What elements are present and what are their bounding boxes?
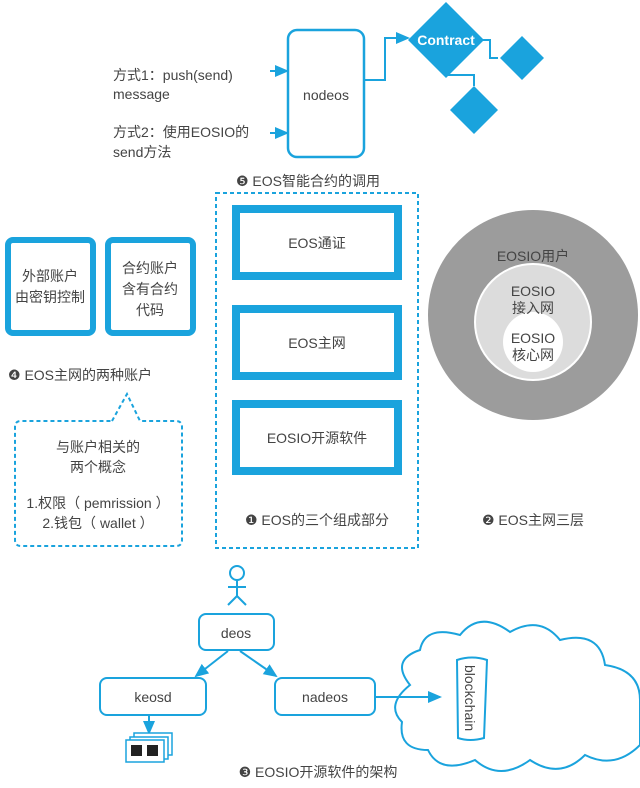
- caption-4: ❹ EOS主网的两种账户: [8, 367, 152, 383]
- software-architecture: deos keosd nadeos blockchain ❸ EOSIO开源软件…: [99, 565, 640, 780]
- arrow-to-keosd: [194, 650, 229, 678]
- contract-account-line3: 代码: [136, 302, 164, 318]
- keosd-box: [99, 677, 207, 716]
- method1-line2: message: [113, 86, 170, 102]
- method2-line1: 方式2：使用EOSIO的: [113, 124, 249, 140]
- method1-line1: 方式1：push(send): [113, 67, 233, 83]
- caption-3: ❸ EOSIO开源软件的架构: [239, 764, 398, 780]
- bubble-item-permission: 1.权限（ pemrission ）: [26, 495, 169, 511]
- bubble-item-wallet: 2.钱包（ wallet ）: [42, 515, 153, 531]
- external-account-line2: 由密钥控制: [15, 289, 85, 305]
- blockchain-label: blockchain: [462, 665, 478, 731]
- contract-account-line1: 合约账户: [122, 260, 178, 276]
- middle-layer-line2: 接入网: [512, 300, 554, 316]
- deos-box: [198, 613, 275, 651]
- contract-account-line2: 含有合约: [122, 281, 178, 297]
- components-frame: [215, 192, 419, 549]
- inner-layer-line2: 核心网: [512, 347, 554, 363]
- contract-invocation: 方式1：push(send) message 方式2：使用EOSIO的 send…: [113, 2, 544, 189]
- component-software-label: EOSIO开源软件: [267, 430, 367, 446]
- nadeos-box: [274, 677, 376, 716]
- concept-bubble: [14, 391, 183, 547]
- arrow-to-nadeos: [239, 650, 278, 678]
- caption-2: ❷ EOS主网三层: [482, 512, 584, 528]
- action-diamond-2: [450, 86, 498, 134]
- contract-diamond: [408, 2, 484, 78]
- nodeos-box: [286, 28, 366, 159]
- arrow-to-action-2: [446, 74, 475, 86]
- contract-label: Contract: [417, 32, 475, 48]
- component-mainnet: [232, 305, 402, 380]
- caption-1: ❶ EOS的三个组成部分: [245, 512, 389, 528]
- inner-layer-line1: EOSIO: [511, 330, 555, 346]
- component-token: [232, 205, 402, 280]
- blockchain-banner: [455, 656, 489, 741]
- caption-5: ❺ EOS智能合约的调用: [236, 173, 380, 189]
- outer-layer-label: EOSIO用户: [497, 248, 569, 264]
- component-mainnet-label: EOS主网: [288, 335, 346, 351]
- bubble-title-line1: 与账户相关的: [56, 439, 140, 455]
- nodeos-label: nodeos: [303, 87, 349, 103]
- component-token-label: EOS通证: [288, 235, 346, 251]
- external-account-box: [5, 237, 96, 336]
- arrow-to-action-1: [482, 39, 498, 59]
- inner-layer-circle: [503, 312, 563, 372]
- user-icon: [227, 565, 247, 606]
- keosd-label: keosd: [134, 689, 171, 705]
- contract-account-box: [105, 237, 196, 336]
- bubble-title-line2: 两个概念: [70, 459, 126, 475]
- action-diamond-1: [500, 36, 544, 80]
- mainnet-layers: EOSIO用户 EOSIO 接入网 EOSIO 核心网 ❷ EOS主网三层: [428, 210, 638, 528]
- account-types: 外部账户 由密钥控制 合约账户 含有合约 代码 ❹ EOS主网的两种账户 与账户…: [5, 237, 196, 547]
- method2-line2: send方法: [113, 144, 171, 160]
- wallet-icon: [125, 732, 173, 763]
- external-account-line1: 外部账户: [22, 268, 78, 284]
- middle-layer-line1: EOSIO: [511, 283, 555, 299]
- component-software: [232, 400, 402, 475]
- nadeos-label: nadeos: [302, 689, 348, 705]
- deos-label: deos: [221, 625, 251, 641]
- eos-components: EOS通证 EOS主网 EOSIO开源软件 ❶ EOS的三个组成部分: [215, 192, 419, 549]
- arrow-to-contract: [364, 32, 410, 81]
